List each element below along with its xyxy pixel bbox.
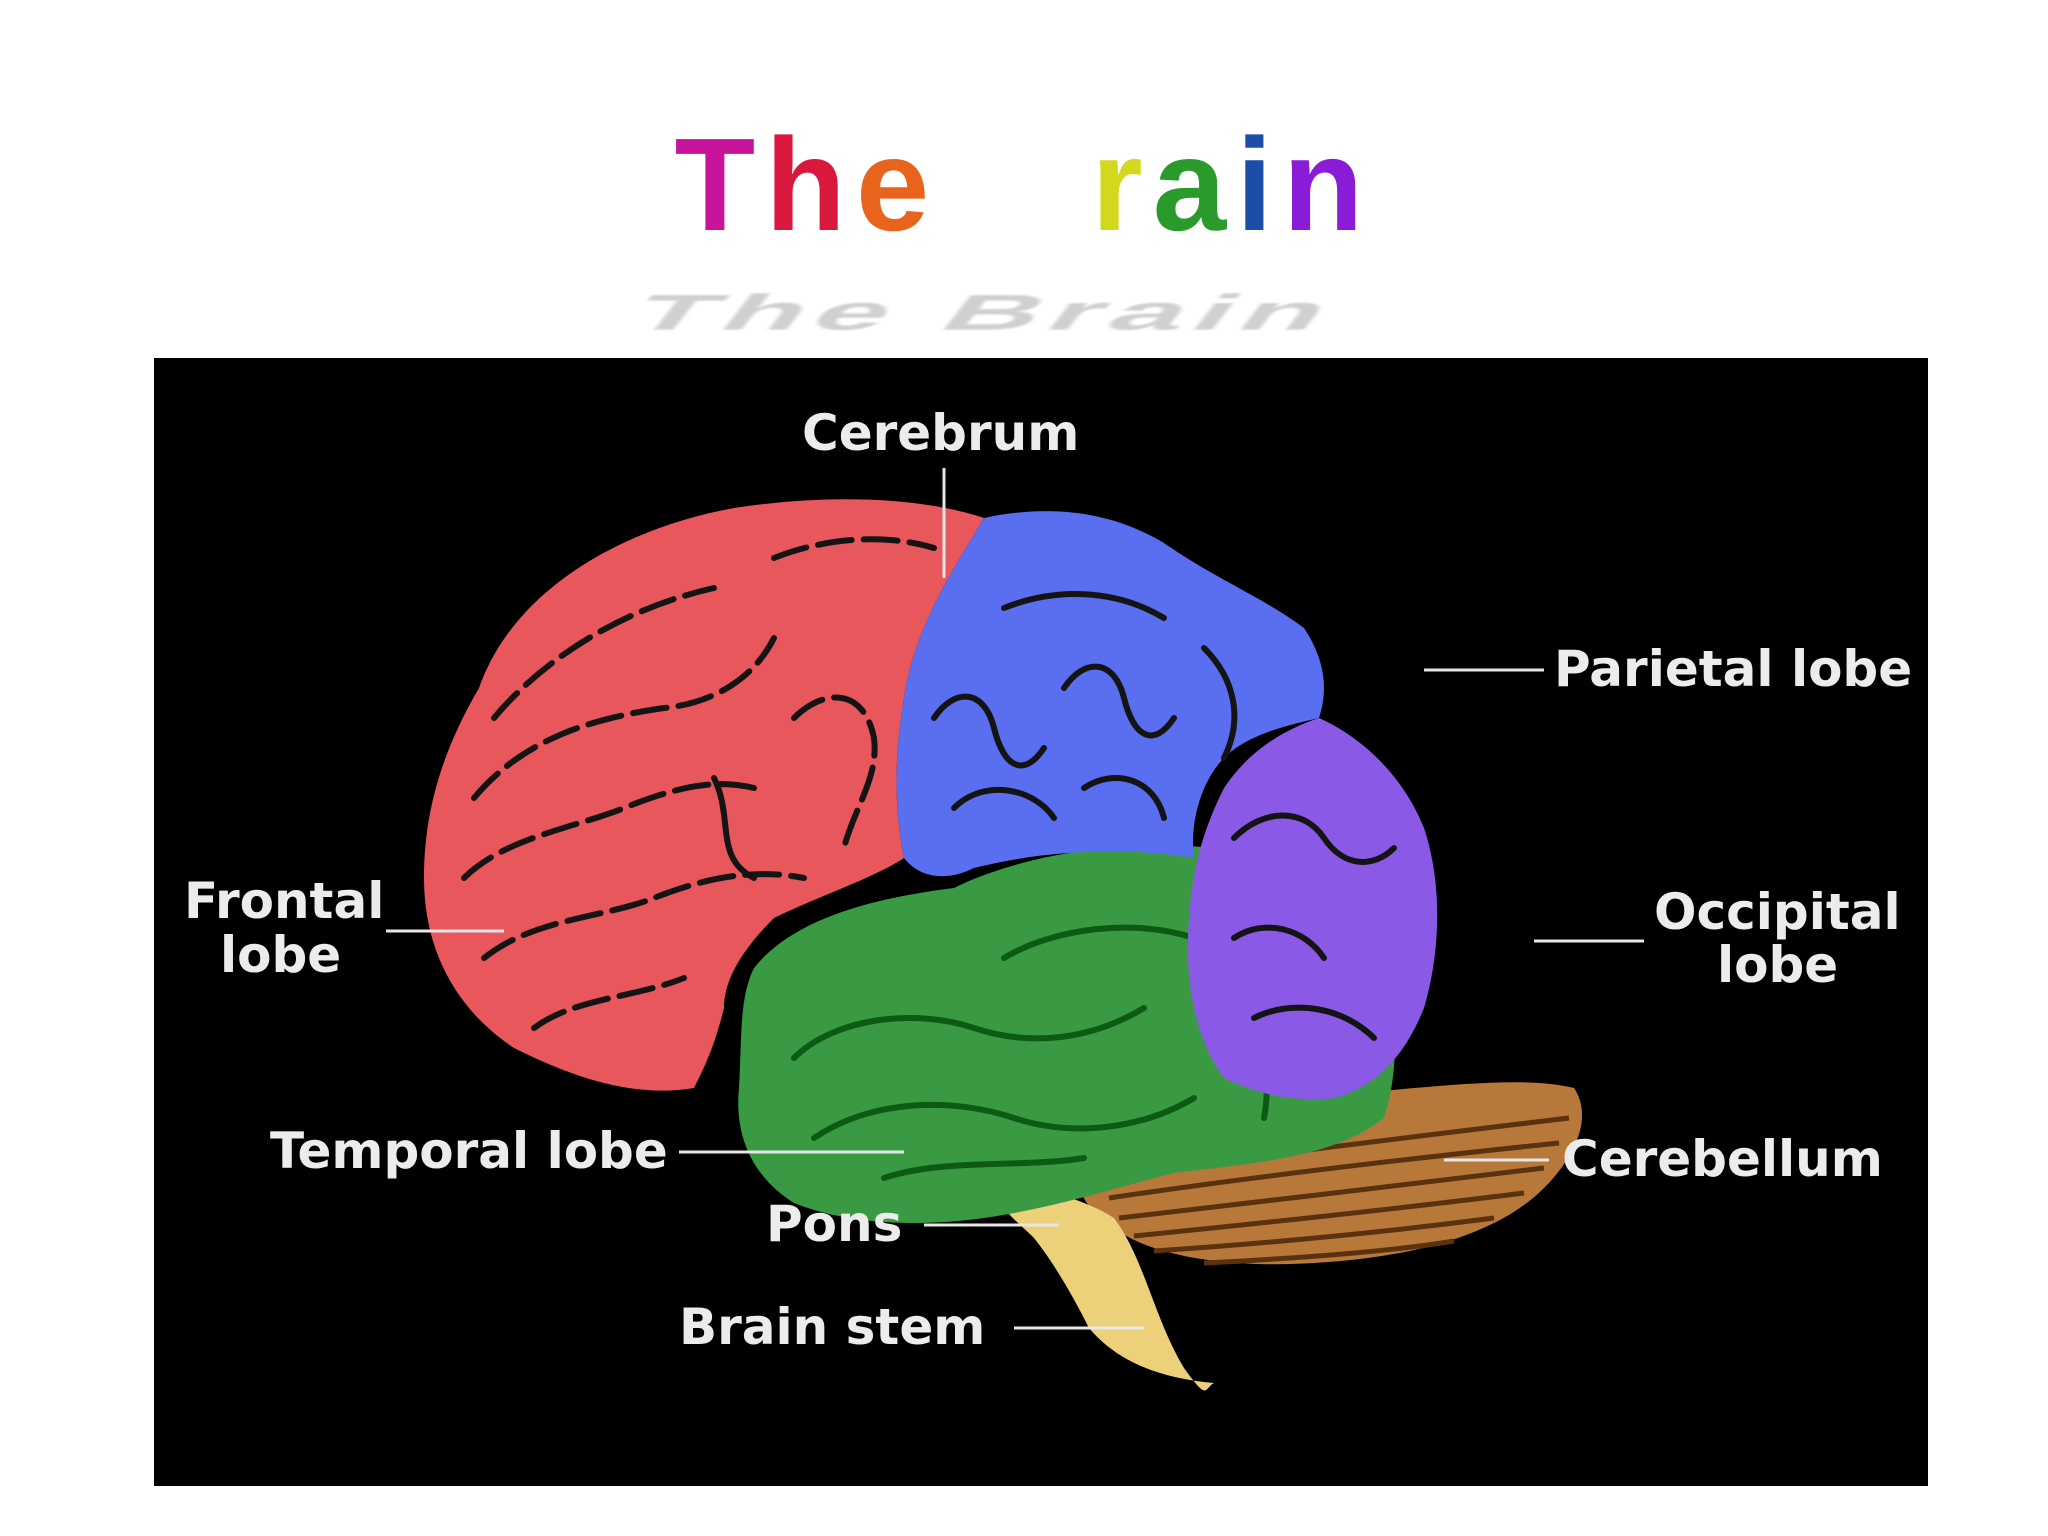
- label-cerebrum: Cerebrum: [802, 404, 1079, 462]
- title-letter: n: [1282, 111, 1374, 258]
- brain-diagram: Cerebrum Parietal lobe Frontal lobe Occi…: [184, 404, 1912, 1391]
- brain-stem-region: [997, 1178, 1214, 1391]
- label-parietal-lobe: Parietal lobe: [1554, 640, 1912, 698]
- label-occipital-lobe-line2: lobe: [1717, 936, 1838, 994]
- title-letter: i: [1236, 111, 1283, 258]
- title-letter: e: [855, 111, 940, 258]
- title-letter: B: [985, 111, 1092, 258]
- brain-stem-shape: [997, 1178, 1214, 1391]
- slide-title: The Brain: [0, 95, 2048, 275]
- brain-diagram-panel: Cerebrum Parietal lobe Frontal lobe Occi…: [154, 358, 1928, 1486]
- occipital-lobe-shape: [1187, 718, 1438, 1100]
- label-occipital-lobe-line1: Occipital: [1654, 883, 1901, 941]
- frontal-lobe-shape: [424, 499, 984, 1091]
- title-letter: r: [1091, 111, 1153, 258]
- occipital-lobe-region: [1187, 718, 1438, 1100]
- slide-title-block: The Brain The Brain: [0, 95, 2048, 340]
- title-letter: a: [1152, 111, 1237, 258]
- label-temporal-lobe: Temporal lobe: [270, 1122, 668, 1180]
- label-frontal-lobe-line1: Frontal: [184, 872, 384, 930]
- parietal-lobe-region: [896, 511, 1324, 877]
- label-frontal-lobe-line2: lobe: [220, 926, 341, 984]
- label-cerebellum: Cerebellum: [1562, 1130, 1883, 1188]
- title-letter: T: [674, 111, 766, 258]
- frontal-lobe-region: [424, 499, 984, 1091]
- title-space: [939, 95, 986, 275]
- parietal-lobe-shape: [896, 511, 1324, 877]
- label-pons: Pons: [766, 1195, 902, 1253]
- title-shadow: The Brain: [615, 284, 1358, 341]
- label-brain-stem: Brain stem: [679, 1298, 985, 1356]
- title-letter: h: [765, 111, 856, 258]
